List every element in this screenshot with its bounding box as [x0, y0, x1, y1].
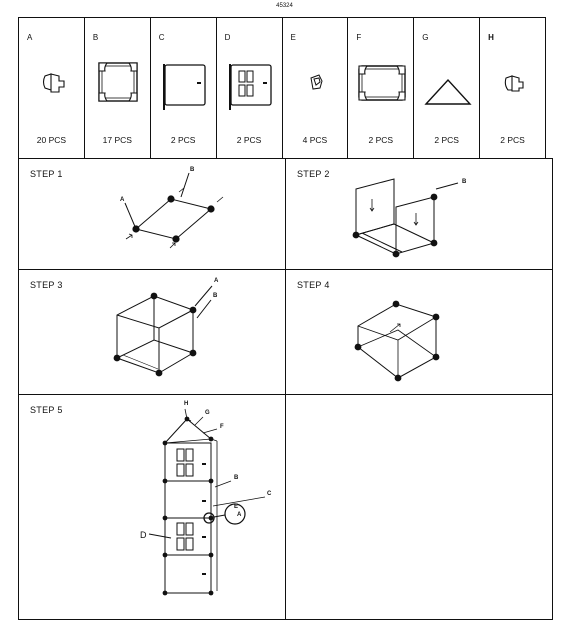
step-5-label-b: B	[234, 475, 239, 481]
step-4-diagram	[354, 300, 440, 382]
step-5-diagram	[148, 408, 266, 596]
part-c: C 2 PCS	[149, 17, 217, 159]
parts-row: A 20 PCS B 17 PCS C 2 PCS D	[18, 17, 553, 159]
step-5-cell: STEP 5	[18, 394, 286, 620]
triangle-panel-icon	[424, 78, 472, 105]
part-qty: 2 PCS	[236, 135, 262, 145]
part-letter: F	[356, 33, 362, 42]
step-3-diagram	[113, 285, 213, 377]
part-qty: 4 PCS	[302, 135, 328, 145]
rounded-panel-icon	[358, 65, 407, 101]
step-1-label-b: B	[190, 167, 195, 173]
step-5-label-e: E	[234, 504, 239, 510]
part-qty: 17 PCS	[102, 135, 132, 145]
part-qty: 2 PCS	[368, 135, 394, 145]
step-2-label-b: B	[462, 179, 467, 185]
step-title: STEP 2	[297, 169, 330, 179]
part-b: B 17 PCS	[83, 17, 151, 159]
instruction-sheet: A 20 PCS B 17 PCS C 2 PCS D	[18, 17, 553, 620]
part-qty: 2 PCS	[500, 135, 525, 145]
part-g: G 2 PCS	[413, 17, 481, 159]
part-letter: B	[92, 33, 99, 42]
step-5-label-c: C	[267, 491, 272, 497]
step-title: STEP 4	[297, 280, 330, 290]
part-letter: A	[27, 33, 33, 42]
step-2-diagram	[352, 178, 459, 258]
part-letter: H	[488, 33, 494, 42]
step-5-label-f: F	[220, 424, 224, 430]
step-2-cell: STEP 2 B	[285, 158, 553, 270]
step-5-label-g: G	[205, 410, 210, 416]
part-a: A 20 PCS	[18, 17, 85, 159]
part-e: E 4 PCS	[281, 17, 349, 159]
step-title: STEP 5	[30, 405, 63, 415]
step-1-cell: STEP 1 A B	[18, 158, 286, 270]
part-h: H 2 PCS	[479, 17, 546, 159]
step-3-label-b: B	[213, 293, 218, 299]
step-title: STEP 3	[30, 280, 63, 290]
part-qty: 2 PCS	[170, 135, 196, 145]
roof-connector-icon	[504, 75, 524, 92]
step-5-label-a: A	[237, 512, 242, 518]
part-letter: C	[158, 33, 165, 42]
step-3-cell: STEP 3 A B	[18, 269, 286, 395]
step-1-diagram	[124, 172, 224, 249]
step-title: STEP 1	[30, 169, 63, 179]
part-f: F 2 PCS	[347, 17, 415, 159]
step-5-label-d: D	[140, 530, 147, 540]
step-1-label-a: A	[120, 197, 125, 203]
step-3-label-a: A	[214, 278, 219, 284]
connector-icon	[42, 73, 65, 93]
part-letter: D	[224, 33, 231, 42]
document-code: 45324	[276, 3, 293, 9]
step-5-label-h: H	[184, 401, 189, 407]
door-panel-icon	[162, 64, 206, 110]
step-4-cell: STEP 4	[285, 269, 553, 395]
square-panel-icon	[98, 62, 138, 102]
part-qty: 20 PCS	[36, 135, 67, 145]
part-qty: 2 PCS	[434, 135, 459, 145]
part-letter: E	[290, 33, 296, 42]
empty-cell	[285, 394, 553, 620]
steps-grid: STEP 1 A B STEP 2	[18, 158, 553, 620]
small-connector-icon	[309, 74, 323, 90]
part-d: D 2 PCS	[215, 17, 283, 159]
part-letter: G	[422, 33, 429, 42]
window-door-panel-icon	[228, 64, 272, 110]
